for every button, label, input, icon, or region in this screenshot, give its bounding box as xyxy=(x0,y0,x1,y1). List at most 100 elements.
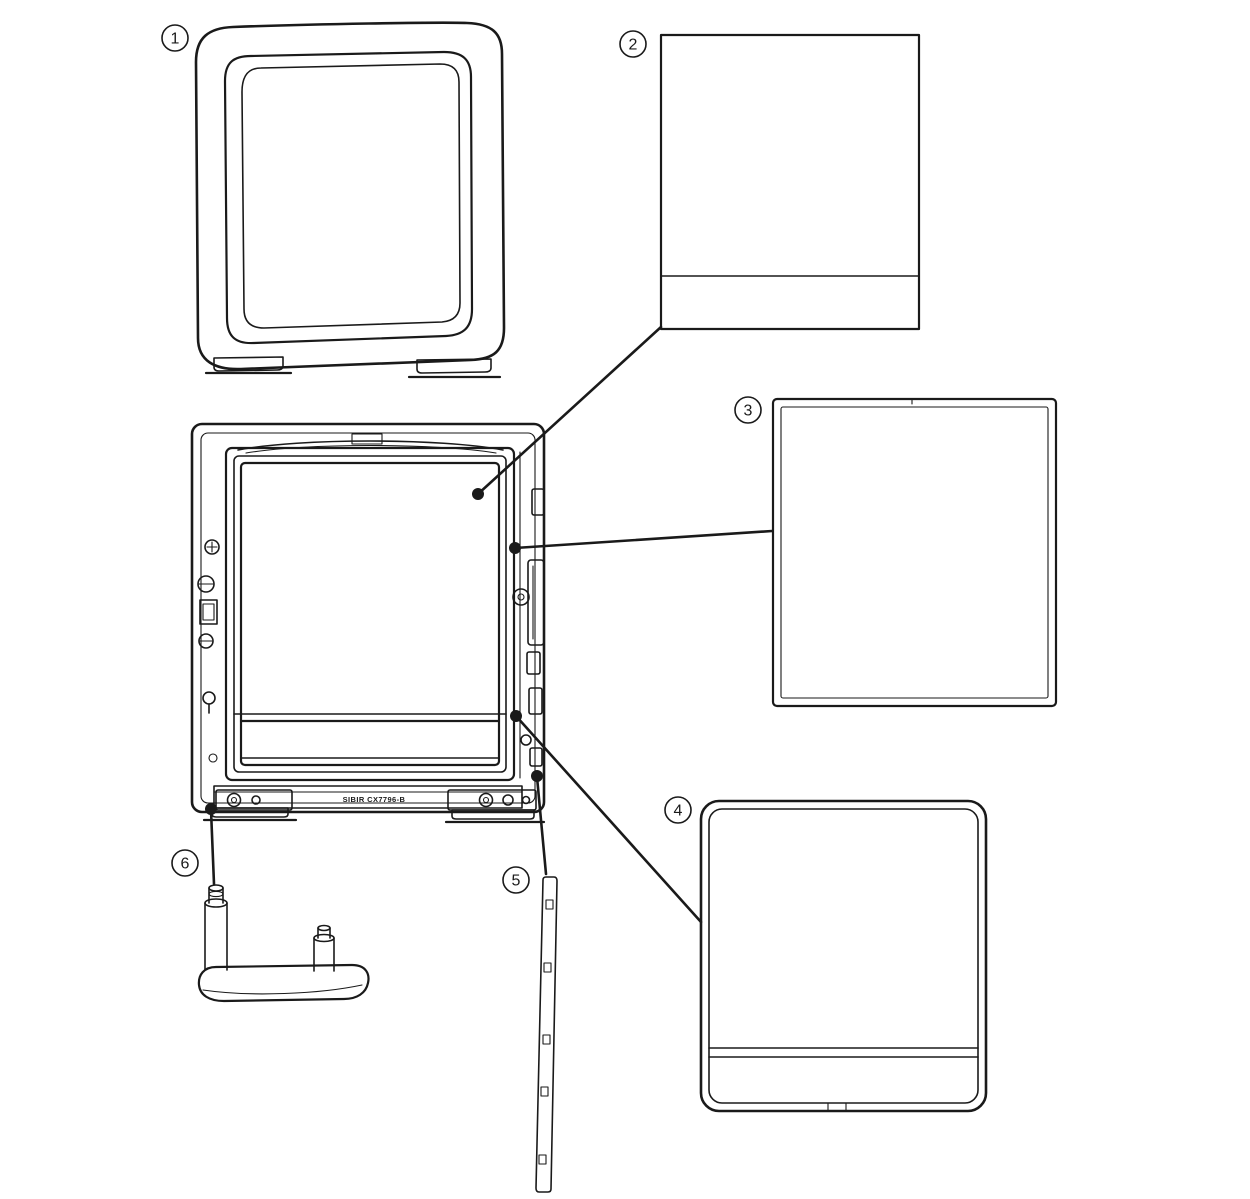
leader-lines xyxy=(205,325,774,924)
left-latch-block xyxy=(199,599,218,625)
callout-dot-6 xyxy=(205,803,217,815)
right-bracket-bottom xyxy=(529,747,543,767)
leader-line-5 xyxy=(535,775,548,876)
callout-6-circle xyxy=(171,849,199,877)
callout-3-circle xyxy=(734,396,762,424)
part3-inner-outline xyxy=(780,406,1049,699)
part5-hole-4 xyxy=(540,1086,549,1097)
callout-5-circle xyxy=(502,866,530,894)
assembly-right-foot xyxy=(451,809,535,820)
assembly-window-frame-mid xyxy=(233,455,507,773)
callout-3-number: 3 xyxy=(744,403,753,420)
assembly-right-hardware xyxy=(512,451,545,779)
left-small-rivet xyxy=(208,753,218,763)
part6-right-pin-cap-top xyxy=(317,924,331,932)
assembly-left-hardware xyxy=(197,539,220,763)
callout-6-number: 6 xyxy=(181,856,190,873)
bottom-rail xyxy=(213,785,523,809)
part1-window-inner-edge xyxy=(241,63,461,329)
part6-base-plate xyxy=(197,963,370,1003)
assembly-window-frame-outer xyxy=(224,446,516,782)
callout-6: 6 xyxy=(171,849,199,877)
callout-dot-5 xyxy=(531,770,543,782)
bottom-right-hinge-screw-1-center xyxy=(482,796,490,804)
assembly-top-spring-wire-1 xyxy=(237,440,504,451)
bottom-right-hinge-screw-3 xyxy=(521,795,531,805)
part-4-inner-frame xyxy=(699,799,988,1113)
callout-5-number: 5 xyxy=(512,873,521,890)
left-screw-top-slot xyxy=(206,541,218,553)
callout-2: 2 xyxy=(619,30,647,58)
assembly-bottom-hardware: SIBIR CX7796-B xyxy=(202,785,546,824)
callout-5: 5 xyxy=(502,866,530,894)
callout-1-circle xyxy=(161,24,189,52)
callout-4-circle xyxy=(664,796,692,824)
bottom-right-hinge-screw-1 xyxy=(478,792,494,808)
callout-dot-2 xyxy=(472,488,484,500)
bottom-right-hinge-screw-2 xyxy=(502,794,514,806)
callout-3: 3 xyxy=(734,396,762,424)
part4-outer-outline xyxy=(699,799,988,1113)
part1-right-foot xyxy=(416,358,492,374)
part2-panel-outline xyxy=(659,33,921,331)
assembly-window-frame-inner xyxy=(239,461,501,767)
part-1-outer-door-bezel xyxy=(194,21,506,379)
part-2-flat-panel xyxy=(659,33,921,331)
callout-2-number: 2 xyxy=(629,37,638,54)
bottom-left-hinge-screw-1 xyxy=(226,792,242,808)
left-screw-mid xyxy=(197,575,215,593)
part5-strip-outline xyxy=(535,876,558,1193)
left-pin-receiver xyxy=(202,691,216,705)
part4-bottom-notch xyxy=(827,1102,847,1112)
callout-4: 4 xyxy=(664,796,692,824)
assembly-top-spring-wire-2 xyxy=(245,444,497,454)
part-5-mounting-strip xyxy=(535,876,558,1193)
part5-hole-3 xyxy=(542,1034,551,1045)
callout-dot-3 xyxy=(509,542,521,554)
bottom-left-hinge-screw-2 xyxy=(251,795,261,805)
right-rivet xyxy=(520,734,532,746)
left-screw-lower xyxy=(198,633,214,649)
part6-left-pin-body xyxy=(204,902,228,971)
left-latch-block-inner xyxy=(202,603,215,621)
left-screw-top xyxy=(204,539,220,555)
part1-window-outer-edge xyxy=(223,50,474,345)
part4-inner-outline xyxy=(708,808,979,1104)
part5-hole-2 xyxy=(543,962,552,973)
right-hinge-plate xyxy=(527,559,545,646)
bottom-left-hinge-bracket xyxy=(215,789,293,811)
model-label: SIBIR CX7796-B xyxy=(343,795,406,804)
assembly-top-spring-clip xyxy=(351,433,383,445)
part6-left-pin-cap-top xyxy=(208,884,224,892)
right-clip-lower xyxy=(528,687,543,715)
part-3-insert-panel xyxy=(771,397,1058,708)
right-clip-upper xyxy=(526,651,541,675)
right-hinge-screw-center xyxy=(517,593,525,601)
leader-line-6 xyxy=(209,808,216,886)
leader-line-2 xyxy=(476,325,663,496)
assembly-outer-frame-inner-line xyxy=(200,432,536,804)
callout-1: 1 xyxy=(161,24,189,52)
leader-line-3 xyxy=(513,529,774,550)
callout-2-circle xyxy=(619,30,647,58)
part-6-hinge-pins xyxy=(197,884,370,1003)
bottom-left-hinge-screw-1-center xyxy=(230,796,238,804)
main-door-assembly: SIBIR CX7796-B xyxy=(190,422,546,824)
part6-left-pin-cap-sides xyxy=(208,887,224,904)
right-hinge-screw xyxy=(512,588,530,606)
callout-4-number: 4 xyxy=(674,803,683,820)
part5-hole-1 xyxy=(545,899,554,910)
part5-hole-5 xyxy=(538,1154,547,1165)
right-hinge-block-top xyxy=(531,488,545,516)
part6-right-pin-shoulder xyxy=(313,933,335,943)
part6-base-plate-edge xyxy=(202,984,363,995)
part6-left-pin-cap-rim xyxy=(208,890,224,898)
part3-outer-outline xyxy=(771,397,1058,708)
part1-left-foot xyxy=(213,356,284,372)
part1-outer-shell xyxy=(194,21,506,371)
leader-line-4 xyxy=(514,714,703,924)
callout-1-number: 1 xyxy=(171,31,180,48)
callout-dot-4 xyxy=(510,710,522,722)
